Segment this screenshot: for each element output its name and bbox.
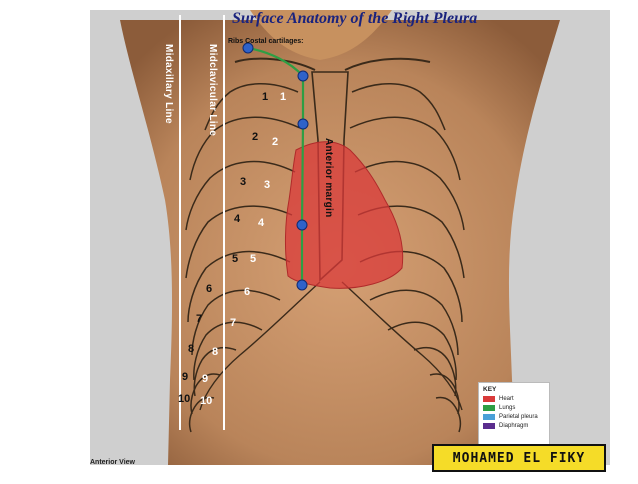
key-swatch-lungs	[483, 405, 495, 411]
legend-key: KEY Heart Lungs Parietal pleura Diaphrag…	[478, 382, 550, 450]
rib-1l	[351, 83, 446, 131]
costal-label: Costal cartilages:	[245, 38, 304, 45]
key-label-diaphragm: Diaphragm	[499, 423, 529, 429]
rib-number-right-2: 2	[252, 131, 258, 143]
neck	[250, 10, 392, 60]
rib-number-left-2: 2	[272, 136, 278, 148]
rib-9r	[190, 373, 221, 415]
marker-2	[297, 70, 309, 82]
rib-number-left-5: 5	[250, 253, 256, 265]
rib-7l	[387, 321, 457, 381]
key-item-lungs: Lungs	[483, 405, 545, 411]
pleura-line	[247, 46, 305, 285]
rib-number-left-3: 3	[264, 179, 270, 191]
midaxillary-label: Midaxillary Line	[163, 44, 174, 124]
rib-number-right-6: 6	[206, 283, 212, 295]
key-swatch-parietal-pleura	[483, 414, 495, 420]
figure-title: Surface Anatomy of the Right Pleura	[232, 10, 478, 27]
heart	[284, 141, 404, 289]
clavicle-right	[234, 57, 316, 71]
rib-8l	[413, 347, 457, 397]
rib-number-right-4: 4	[234, 213, 241, 225]
markers	[242, 42, 309, 291]
rib-number-right-8: 8	[188, 343, 194, 355]
rib-2l	[349, 116, 461, 181]
rib-number-left-8: 8	[212, 346, 218, 358]
rib-number-left-10: 10	[200, 395, 212, 407]
rib-number-left-4: 4	[258, 217, 265, 229]
rib-number-right-10: 10	[178, 393, 190, 405]
key-item-heart: Heart	[483, 396, 545, 402]
rib-7r	[193, 321, 263, 381]
ribs-right	[185, 83, 301, 433]
key-swatch-heart	[483, 396, 495, 402]
anterior-margin-label: Anterior margin	[323, 138, 334, 218]
midclavicular-label: Midclavicular Line	[207, 44, 218, 137]
costal-margin	[199, 281, 321, 411]
ribs-label: Ribs	[228, 38, 244, 45]
key-label-heart: Heart	[499, 396, 514, 402]
key-item-parietal-pleura: Parietal pleura	[483, 414, 545, 420]
key-title: KEY	[483, 386, 497, 393]
rib-3l	[354, 160, 465, 231]
rib-number-right-9: 9	[182, 371, 188, 383]
author-badge: MOHAMED EL FIKY	[432, 444, 606, 472]
rib-number-right-1: 1	[262, 91, 268, 103]
rib-10r	[188, 396, 215, 433]
rib-number-left-9: 9	[202, 373, 208, 385]
costal-margin-left	[341, 281, 463, 411]
marker-3	[297, 118, 309, 130]
rib-number-right-5: 5	[232, 253, 238, 265]
rib-6l	[369, 289, 459, 356]
anterior-view-label: Anterior View	[90, 459, 135, 466]
rib-3r	[185, 160, 296, 231]
rib-2r	[189, 116, 301, 181]
key-swatch-diaphragm	[483, 423, 495, 429]
marker-4	[296, 219, 308, 231]
rib-number-left-1: 1	[280, 91, 286, 103]
marker-5	[296, 279, 308, 291]
rib-6r	[191, 289, 281, 356]
rib-9l	[429, 373, 460, 415]
key-item-diaphragm: Diaphragm	[483, 423, 545, 429]
clavicle-left	[344, 57, 431, 71]
key-label-lungs: Lungs	[499, 405, 516, 411]
rib-number-labels: 1 2 3 4 5 6 7 8 9 10 1 2 3 4 5 6 7 8 9 10	[178, 91, 286, 407]
key-label-parietal-pleura: Parietal pleura	[499, 414, 538, 420]
rib-4r	[185, 205, 293, 279]
rib-number-right-3: 3	[240, 176, 246, 188]
marker-1	[242, 42, 254, 54]
costal-cartilages-label: Ribs Costal cartilages:	[228, 38, 303, 45]
rib-10l	[435, 396, 462, 433]
rib-1r	[204, 83, 299, 131]
rib-number-left-6: 6	[244, 286, 250, 298]
rib-number-left-7: 7	[230, 317, 236, 329]
rib-5r	[187, 250, 291, 323]
rib-number-right-7: 7	[196, 313, 202, 325]
